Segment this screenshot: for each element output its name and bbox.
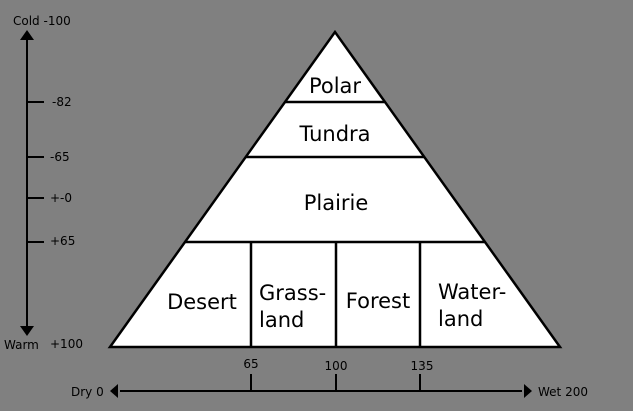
moisture-left-label: Dry 0 [71,385,104,399]
zone-plairie: Plairie [304,191,369,215]
zone-polar: Polar [309,74,361,98]
biome-pyramid: Polar Tundra Plairie Desert Grass- land … [107,29,563,349]
zone-desert: Desert [167,290,237,314]
moisture-right-label: Wet 200 [538,385,588,399]
arrow-up-icon [20,30,34,40]
moisture-tick-label: 100 [325,359,348,373]
arrow-down-icon [20,326,34,336]
zone-grassland-line2: land [259,308,304,332]
zone-tundra: Tundra [298,122,370,146]
zone-grassland-line1: Grass- [259,281,326,305]
zone-forest: Forest [346,289,410,313]
temperature-axis: Cold -100 Warm +100 -82 -65 +-0 +65 [4,14,83,352]
temperature-tick-label: +65 [50,234,75,248]
moisture-tick-label: 135 [411,359,434,373]
zone-waterland-line2: land [438,307,483,331]
temperature-top-label: Cold -100 [13,14,71,28]
arrow-right-icon [524,384,532,398]
temperature-tick-label: +-0 [50,191,72,205]
moisture-axis: Dry 0 Wet 200 65 100 135 [71,357,588,399]
temperature-bottom-left-label: Warm [4,338,39,352]
temperature-bottom-right-label: +100 [50,337,83,351]
temperature-tick-label: -82 [52,95,72,109]
arrow-left-icon [110,384,118,398]
moisture-tick-label: 65 [243,357,258,371]
zone-waterland-line1: Water- [438,280,506,304]
temperature-tick-label: -65 [50,150,70,164]
